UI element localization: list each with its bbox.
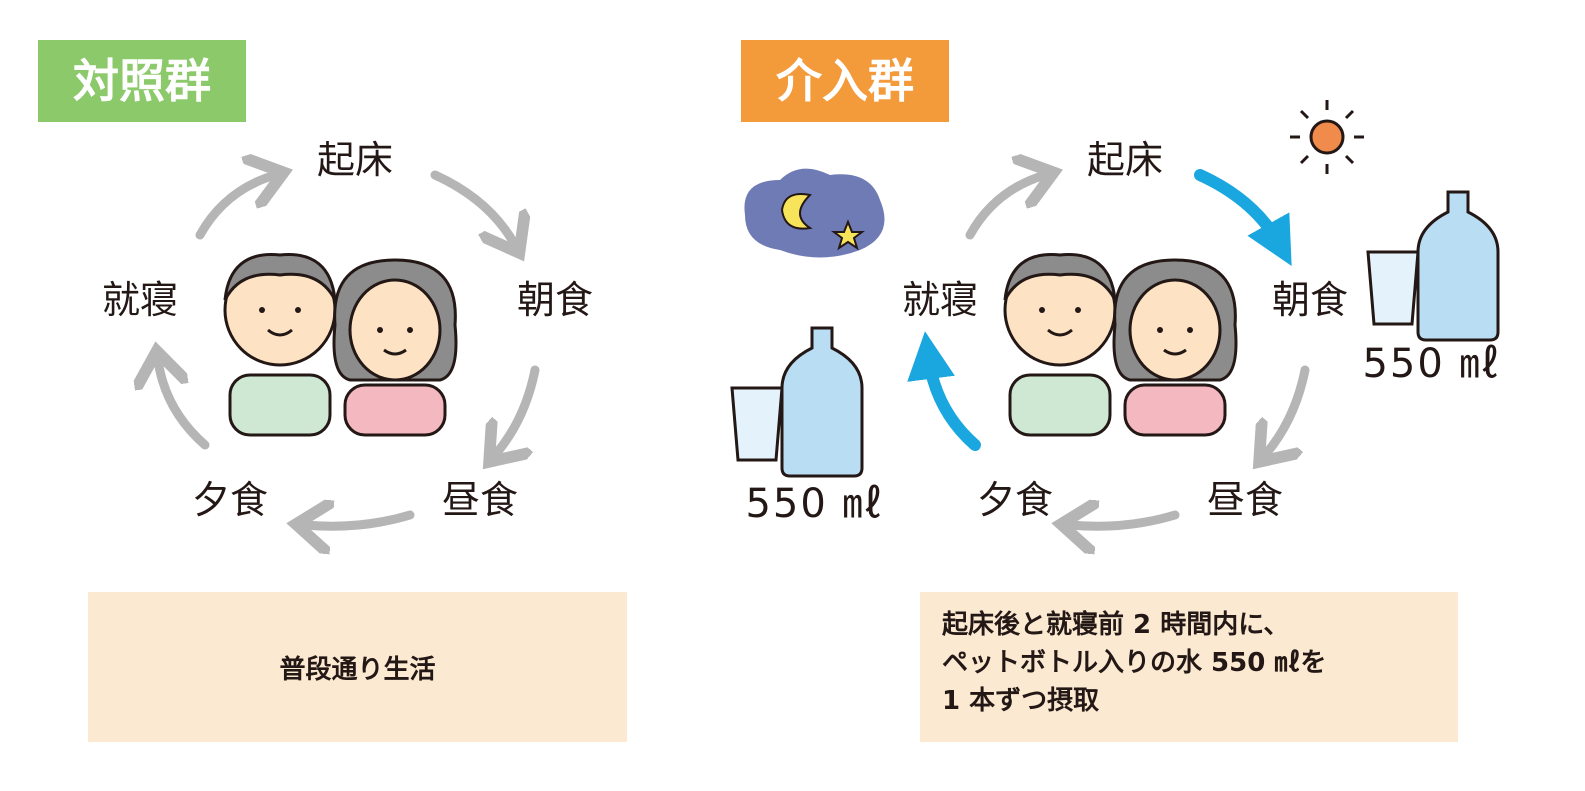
control-bed-label: 就寝 [101,278,179,322]
control-breakfast-label: 朝食 [516,278,594,322]
intervention-lunch-label: 昼食 [1206,478,1284,522]
intervention-breakfast-label: 朝食 [1271,278,1349,322]
control-note: 普段通り生活 [88,592,627,742]
intervention-note-line: 1 本ずつ摂取 [942,686,1100,716]
control-dinner-label: 夕食 [191,478,269,522]
control-wake-label: 起床 [316,138,394,182]
night-moon-star-icon [744,168,885,258]
morning-volume-label: 550 ㎖ [1362,341,1502,387]
intervention-cycle-arrows [907,175,1310,526]
night-volume-label: 550 ㎖ [745,481,885,527]
intervention-note-line: 起床後と就寝前 2 時間内に、 [942,610,1290,640]
control-cycle-arrows [158,175,540,526]
intervention-bed-label: 就寝 [901,278,979,322]
sun-icon [1290,100,1364,174]
intervention-wake-label: 起床 [1086,138,1164,182]
intervention-dinner-label: 夕食 [976,478,1054,522]
intervention-note-line: ペットボトル入りの水 550 ㎖を [942,648,1327,678]
control-group-title: 対照群 [38,40,246,122]
control-lunch-label: 昼食 [441,478,519,522]
intervention-note: 起床後と就寝前 2 時間内に、 ペットボトル入りの水 550 ㎖を 1 本ずつ摂… [920,592,1458,742]
intervention-group-title: 介入群 [741,40,949,122]
